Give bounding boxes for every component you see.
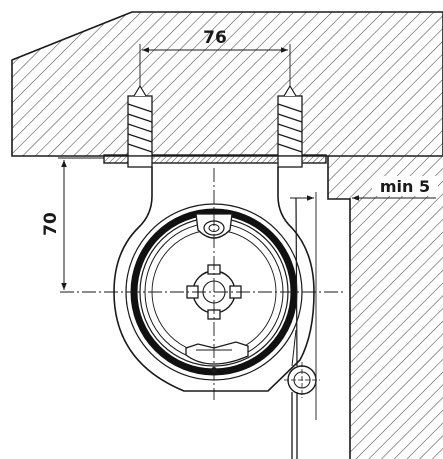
bracket-body (113, 167, 315, 392)
left-anchor-bolt (127, 84, 153, 168)
curtain-strap (291, 197, 298, 459)
axis-height-label: 70 (41, 212, 61, 236)
side-wall (328, 156, 443, 459)
clearance-label: min 5 (380, 177, 430, 196)
right-anchor-bolt (277, 84, 303, 168)
mounting-plate (103, 154, 327, 164)
ceiling-slab (11, 11, 443, 157)
side-wall-outline (327, 156, 351, 459)
center-lines (60, 168, 345, 400)
bolt-spacing-label: 76 (203, 28, 227, 48)
axis-height-dimension: 70 (41, 157, 104, 290)
bolt-spacing-dimension: 76 (139, 28, 291, 86)
guide-roller (284, 362, 320, 398)
